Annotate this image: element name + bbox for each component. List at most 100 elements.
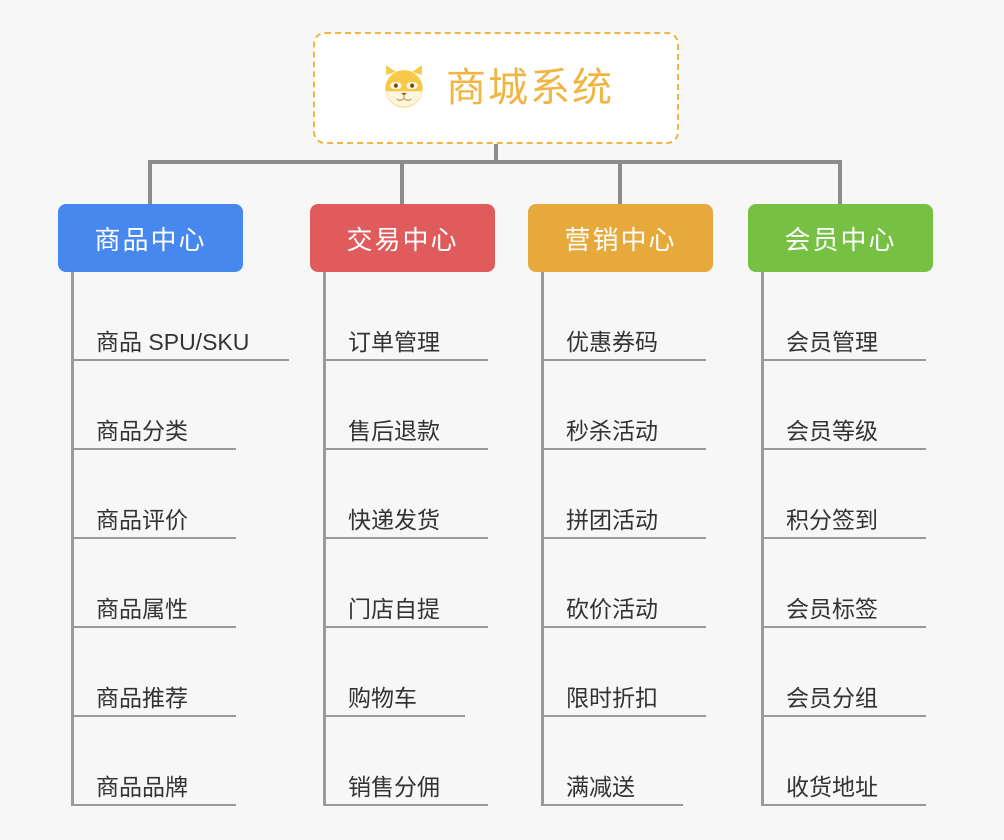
- leaf-underline: [541, 626, 706, 628]
- leaf-underline: [541, 804, 683, 806]
- branch-items-2: 订单管理 售后退款 快递发货 门店自提 购物车 销售分佣: [310, 272, 495, 806]
- leaf-underline: [323, 804, 488, 806]
- leaf-underline: [541, 537, 706, 539]
- leaf-underline: [541, 359, 706, 361]
- branch-items-3: 优惠券码 秒杀活动 拼团活动 砍价活动 限时折扣 满减送: [528, 272, 713, 806]
- leaf-label: 快递发货: [348, 506, 440, 533]
- leaf-underline: [323, 626, 488, 628]
- branch-stem-4: [761, 272, 764, 806]
- leaf-label: 销售分佣: [348, 773, 440, 800]
- leaf-label: 优惠券码: [566, 328, 658, 355]
- leaf-underline: [71, 537, 236, 539]
- root-node[interactable]: 商城系统: [313, 32, 679, 144]
- connector-drop-1: [148, 160, 152, 206]
- leaf-label: 商品 SPU/SKU: [96, 328, 250, 355]
- list-item[interactable]: 满减送: [541, 717, 713, 806]
- list-item[interactable]: 快递发货: [323, 450, 495, 539]
- leaf-label: 购物车: [348, 684, 417, 711]
- branch-items-4: 会员管理 会员等级 积分签到 会员标签 会员分组 收货地址: [748, 272, 933, 806]
- category-label-1: 商品中心: [94, 224, 207, 255]
- branch-stem-3: [541, 272, 544, 806]
- leaf-label: 会员分组: [786, 684, 878, 711]
- list-item[interactable]: 会员管理: [761, 272, 933, 361]
- leaf-underline: [71, 715, 236, 717]
- list-item[interactable]: 砍价活动: [541, 539, 713, 628]
- leaf-label: 售后退款: [348, 417, 440, 444]
- leaf-underline: [761, 448, 926, 450]
- leaf-underline: [761, 537, 926, 539]
- leaf-label: 门店自提: [348, 595, 440, 622]
- connector-drop-2: [400, 160, 404, 206]
- leaf-label: 商品品牌: [96, 773, 188, 800]
- list-item[interactable]: 商品品牌: [71, 717, 243, 806]
- leaf-label: 砍价活动: [566, 595, 658, 622]
- list-item[interactable]: 销售分佣: [323, 717, 495, 806]
- leaf-underline: [541, 448, 706, 450]
- category-header-4[interactable]: 会员中心: [748, 204, 933, 272]
- list-item[interactable]: 拼团活动: [541, 450, 713, 539]
- leaf-label: 商品推荐: [96, 684, 188, 711]
- category-label-2: 交易中心: [346, 224, 459, 255]
- leaf-label: 会员标签: [786, 595, 878, 622]
- leaf-label: 订单管理: [348, 328, 440, 355]
- leaf-underline: [71, 626, 236, 628]
- category-header-3[interactable]: 营销中心: [528, 204, 713, 272]
- connector-drop-4: [838, 160, 842, 206]
- leaf-label: 会员等级: [786, 417, 878, 444]
- branch-column-2: 交易中心 订单管理 售后退款 快递发货 门店自提 购物车: [310, 204, 495, 806]
- list-item[interactable]: 门店自提: [323, 539, 495, 628]
- category-header-1[interactable]: 商品中心: [58, 204, 243, 272]
- branch-stem-1: [71, 272, 74, 806]
- leaf-underline: [323, 448, 488, 450]
- branch-column-3: 营销中心 优惠券码 秒杀活动 拼团活动 砍价活动 限时折扣: [528, 204, 713, 806]
- list-item[interactable]: 商品分类: [71, 361, 243, 450]
- root-title: 商城系统: [446, 66, 614, 110]
- leaf-underline: [761, 626, 926, 628]
- list-item[interactable]: 收货地址: [761, 717, 933, 806]
- category-header-2[interactable]: 交易中心: [310, 204, 495, 272]
- list-item[interactable]: 秒杀活动: [541, 361, 713, 450]
- category-label-3: 营销中心: [564, 224, 677, 255]
- list-item[interactable]: 商品推荐: [71, 628, 243, 717]
- leaf-underline: [761, 715, 926, 717]
- list-item[interactable]: 积分签到: [761, 450, 933, 539]
- list-item[interactable]: 商品属性: [71, 539, 243, 628]
- list-item[interactable]: 会员等级: [761, 361, 933, 450]
- connector-root-stem: [494, 144, 498, 164]
- list-item[interactable]: 购物车: [323, 628, 495, 717]
- list-item[interactable]: 会员分组: [761, 628, 933, 717]
- leaf-label: 商品分类: [96, 417, 188, 444]
- leaf-underline: [761, 359, 926, 361]
- leaf-label: 拼团活动: [566, 506, 658, 533]
- leaf-underline: [71, 448, 236, 450]
- list-item[interactable]: 商品 SPU/SKU: [71, 272, 289, 361]
- leaf-underline: [761, 804, 926, 806]
- leaf-underline: [323, 715, 465, 717]
- shiba-dog-face-icon: [385, 65, 423, 108]
- leaf-label: 收货地址: [786, 773, 878, 800]
- leaf-underline: [71, 804, 236, 806]
- leaf-label: 限时折扣: [566, 684, 658, 711]
- category-label-4: 会员中心: [784, 224, 897, 255]
- list-item[interactable]: 会员标签: [761, 539, 933, 628]
- branch-column-4: 会员中心 会员管理 会员等级 积分签到 会员标签 会员分组: [748, 204, 933, 806]
- leaf-label: 商品属性: [96, 595, 188, 622]
- branch-items-1: 商品 SPU/SKU 商品分类 商品评价 商品属性 商品推荐 商品品牌: [58, 272, 289, 806]
- leaf-label: 商品评价: [96, 506, 188, 533]
- leaf-label: 秒杀活动: [566, 417, 658, 444]
- list-item[interactable]: 订单管理: [323, 272, 495, 361]
- leaf-label: 会员管理: [786, 328, 878, 355]
- branch-stem-2: [323, 272, 326, 806]
- leaf-underline: [323, 537, 488, 539]
- list-item[interactable]: 优惠券码: [541, 272, 713, 361]
- list-item[interactable]: 商品评价: [71, 450, 243, 539]
- list-item[interactable]: 售后退款: [323, 361, 495, 450]
- connector-horizontal-bus: [149, 160, 841, 164]
- connector-drop-3: [618, 160, 622, 206]
- list-item[interactable]: 限时折扣: [541, 628, 713, 717]
- leaf-underline: [541, 715, 706, 717]
- leaf-label: 满减送: [566, 773, 635, 800]
- leaf-underline: [323, 359, 488, 361]
- leaf-underline: [71, 359, 289, 361]
